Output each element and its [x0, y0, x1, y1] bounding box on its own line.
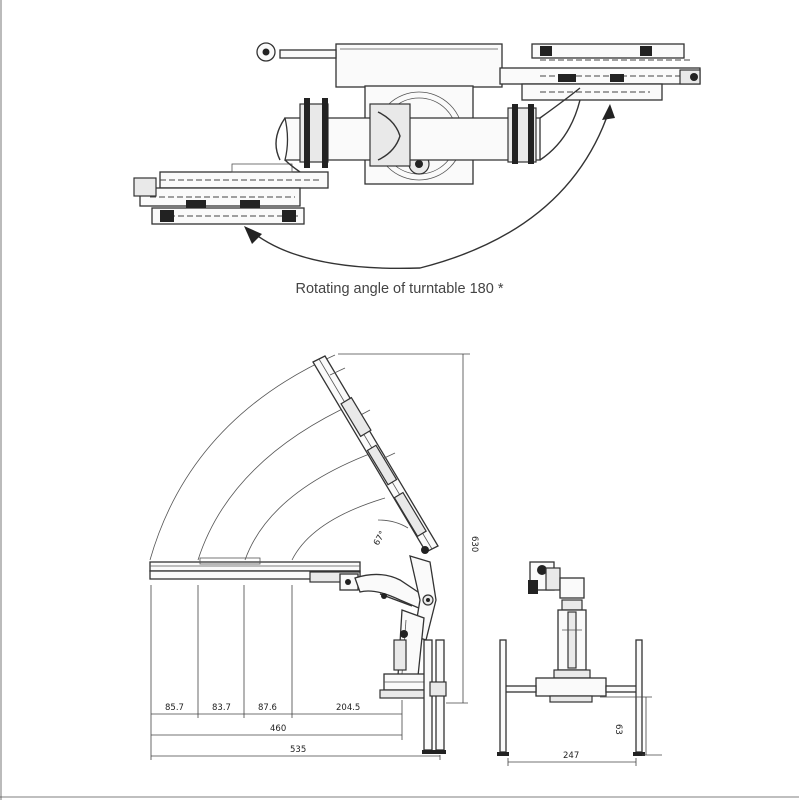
right-outrigger-beam	[605, 685, 641, 693]
top-view	[133, 42, 701, 270]
side-view: 67°	[149, 354, 447, 754]
side-view-dimensions: 85.7 83.7 87.6 204.5 460 535 630	[150, 353, 479, 760]
arc-arrow-bottom	[244, 226, 262, 244]
dim-total-reach: 535	[290, 745, 306, 755]
swing-arc-3	[244, 449, 381, 561]
dim-reach-mast: 460	[270, 724, 286, 734]
front-base	[535, 677, 607, 697]
dim-section-1: 85.7	[165, 703, 184, 713]
upper-boom-top	[531, 43, 685, 59]
left-outrigger-leg	[499, 639, 507, 753]
main-column	[393, 609, 425, 677]
dim-section-3: 87.6	[258, 703, 277, 713]
left-outrigger-beam	[501, 685, 537, 693]
raised-boom	[312, 355, 439, 554]
dim-base-section: 204.5	[336, 703, 360, 713]
dim-max-height: 630	[469, 536, 479, 552]
knuckle-arm	[354, 555, 437, 641]
front-view-dimensions: 247 63	[507, 696, 662, 766]
crane-base	[379, 673, 433, 699]
right-outrigger-leg	[635, 639, 643, 753]
swing-arc-4	[291, 497, 386, 561]
central-arm	[284, 117, 541, 161]
arc-arrow-top	[602, 104, 615, 120]
swing-arc-1	[149, 354, 336, 561]
swing-arc-2	[197, 402, 356, 561]
dim-outrigger-height: 63	[613, 724, 623, 735]
turntable-caption: Rotating angle of turntable 180 *	[295, 281, 504, 297]
upper-boom-low	[521, 83, 663, 101]
main-cylinder-housing	[335, 43, 503, 88]
horizontal-boom	[149, 557, 361, 591]
rotation-arc	[249, 107, 611, 270]
dim-outrigger-width: 247	[563, 751, 579, 761]
dim-section-2: 83.7	[212, 703, 231, 713]
piston-rod	[279, 49, 337, 59]
arm-pivot-block	[369, 103, 411, 167]
side-outrigger	[422, 639, 447, 754]
front-view	[497, 561, 645, 756]
max-angle-label: 67°	[372, 529, 388, 547]
